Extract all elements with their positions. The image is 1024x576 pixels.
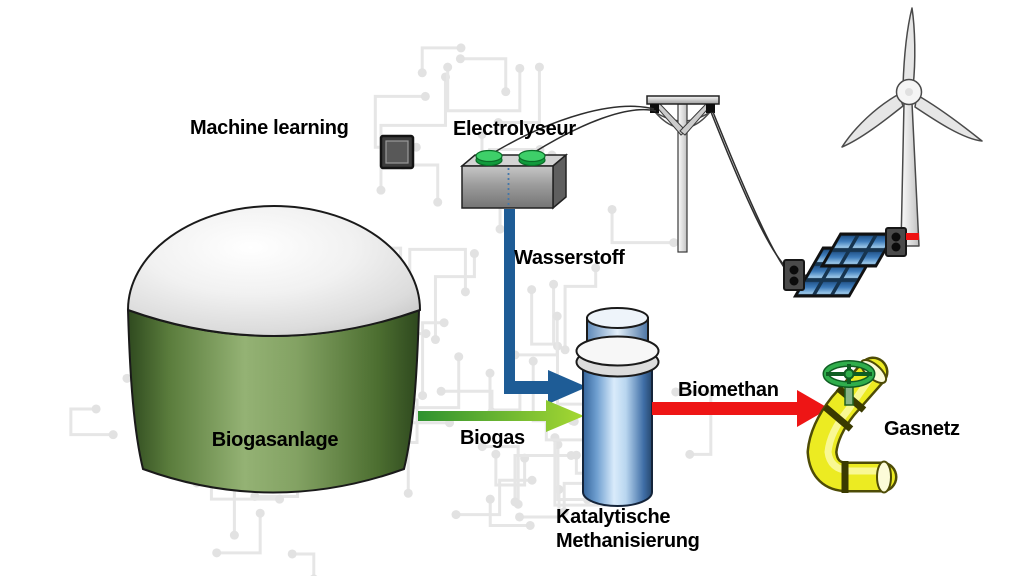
methanation-label-line1: Katalytische (556, 506, 671, 528)
electrolyser-port (475, 149, 503, 167)
power-cables-solar (710, 111, 790, 275)
electrolyser-port (518, 149, 546, 167)
hydrogen-flow-arrow (504, 209, 587, 404)
biomethane-label: Biomethan (678, 379, 779, 401)
gas-pipe-icon (806, 356, 898, 494)
biomethane-flow-arrow (652, 390, 829, 427)
valve-icon (822, 360, 876, 406)
biogas-label: Biogas (460, 427, 525, 449)
machine-learning-label: Machine learning (190, 117, 349, 139)
red-indicator (906, 233, 919, 240)
biogas-flow-arrow (418, 400, 584, 432)
junction-box-turbine (885, 227, 919, 257)
methanation-label-line2: Methanisierung (556, 530, 700, 552)
biogas-plant-label: Biogasanlage (211, 429, 339, 451)
solar-panel-icon (792, 232, 897, 298)
methanation-label: Katalytische Methanisierung (556, 505, 700, 553)
gas-grid-label: Gasnetz (884, 418, 960, 440)
power-pole-icon (646, 95, 720, 253)
methanation-reactor-icon (575, 307, 660, 507)
hydrogen-label: Wasserstoff (514, 247, 625, 269)
chip-icon (379, 134, 415, 170)
electrolyser-label: Electrolyseur (453, 118, 576, 140)
power-cables-electrolyser (492, 105, 657, 154)
electrolyser-icon (459, 149, 569, 210)
junction-box-solar (783, 259, 805, 291)
biogas-dome-icon (126, 205, 422, 494)
wind-turbine-icon (841, 7, 983, 247)
